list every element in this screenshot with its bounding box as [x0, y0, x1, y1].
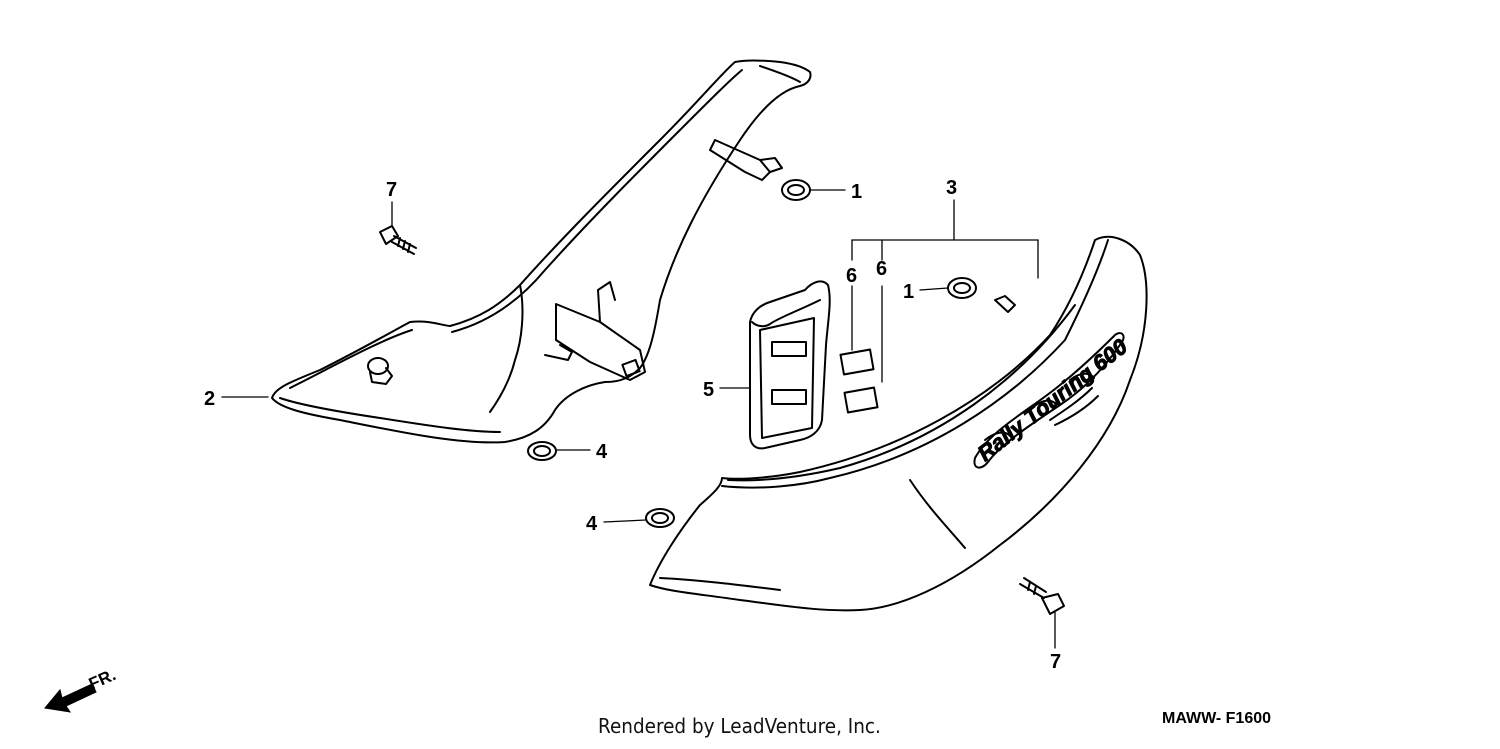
callout-7-upper: 7: [386, 179, 397, 201]
leader-lines: [221, 189, 1056, 649]
grommet-upper: [781, 179, 811, 201]
grommet-lower-left: [527, 441, 557, 461]
sticker-upper: [839, 348, 875, 376]
bolt-upper-left: [379, 225, 417, 255]
sticker-lower: [843, 386, 879, 414]
bolt-lower-right: [1019, 577, 1065, 615]
left-side-cover: [271, 59, 812, 444]
credit-line: Rendered by LeadVenture, Inc.: [598, 714, 881, 738]
right-side-cover: [649, 235, 1148, 612]
grommet-right: [947, 277, 977, 299]
callout-6-left: 6: [846, 265, 857, 287]
front-direction-arrow: FR.: [44, 665, 119, 713]
callout-3: 3: [946, 177, 957, 199]
callout-1-right: 1: [903, 281, 914, 303]
callout-6-right: 6: [876, 258, 887, 280]
callout-1-upper: 1: [851, 181, 862, 203]
callout-4-right: 4: [586, 513, 598, 535]
rally-touring-emblem: [973, 332, 1125, 469]
front-arrow-label: FR.: [86, 665, 119, 693]
callout-5: 5: [703, 379, 714, 401]
grommet-lower-right: [645, 508, 675, 528]
callout-7-lower: 7: [1050, 651, 1061, 673]
callout-4-left: 4: [596, 441, 608, 463]
callout-2: 2: [204, 388, 215, 410]
document-pouch: [749, 280, 831, 450]
diagram-code: MAWW- F1600: [1162, 710, 1272, 727]
